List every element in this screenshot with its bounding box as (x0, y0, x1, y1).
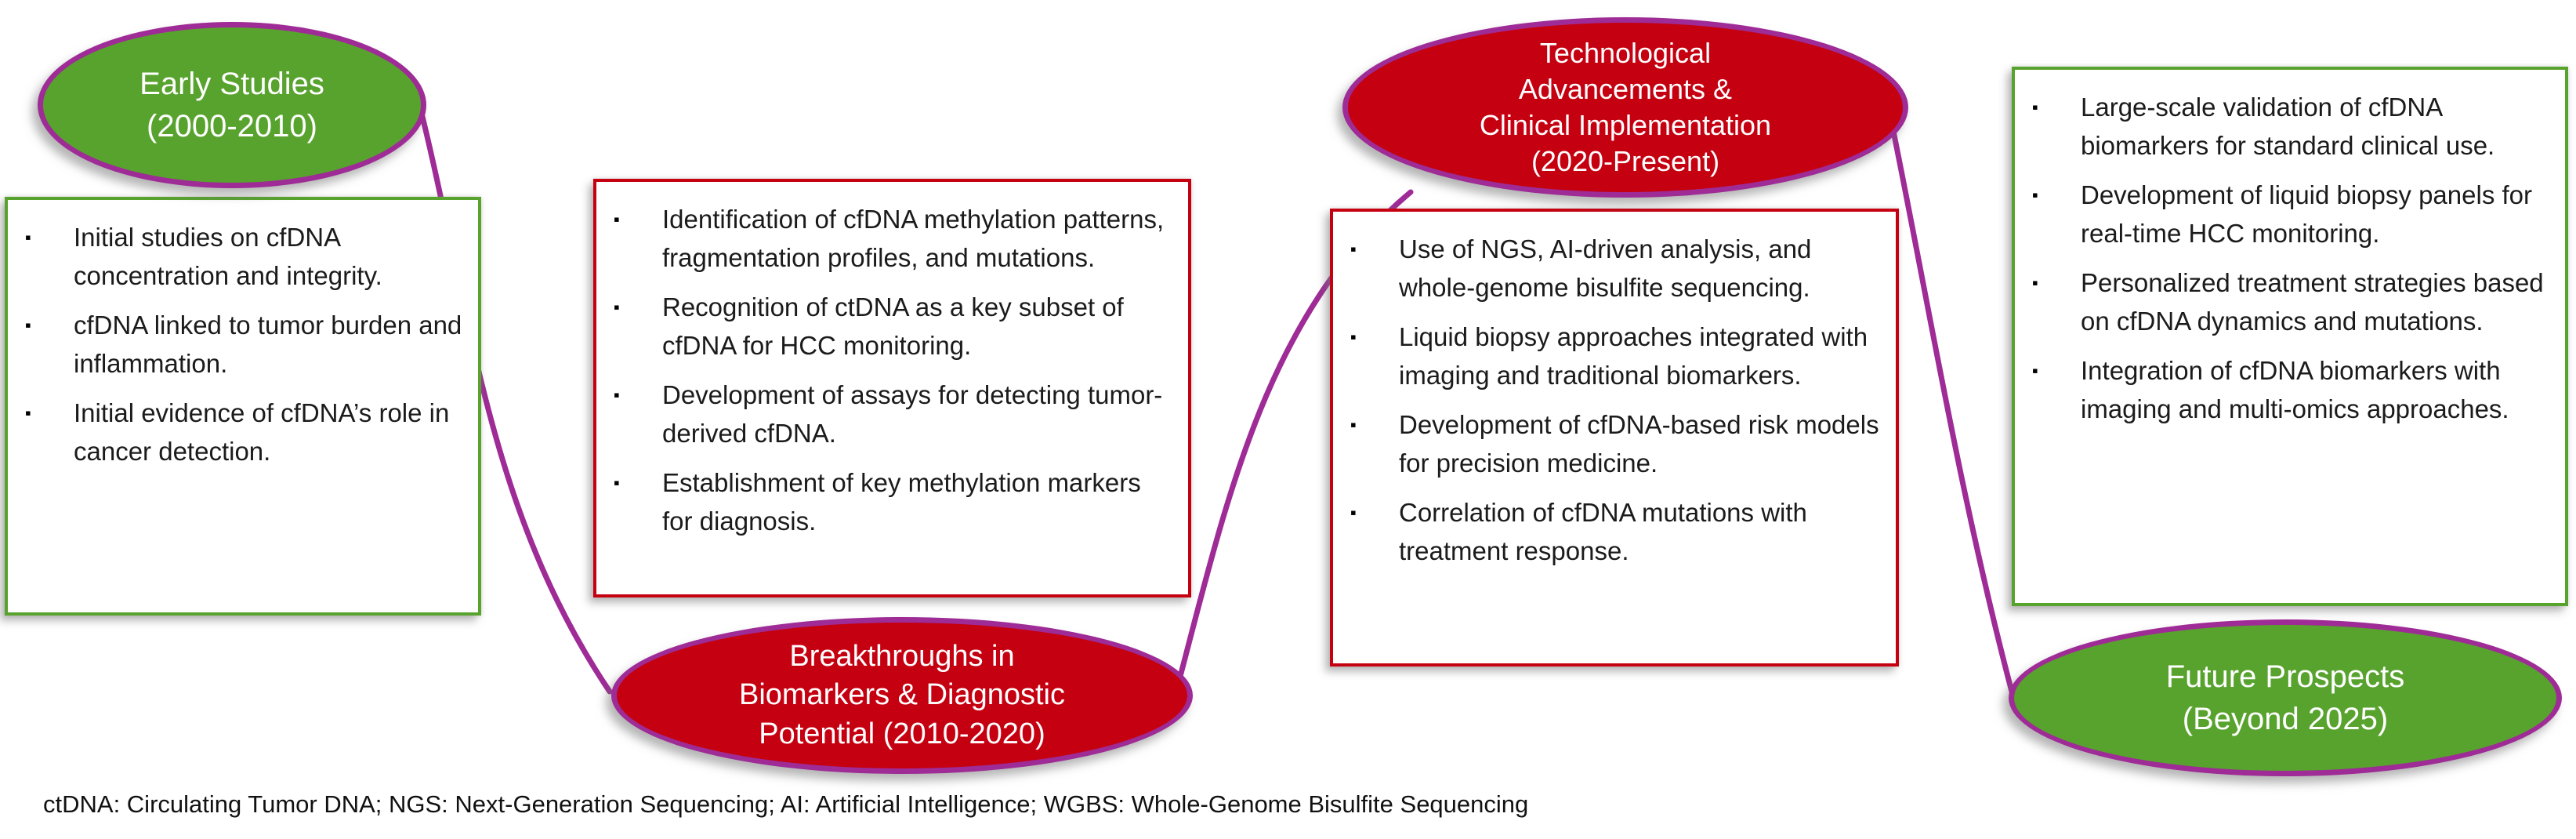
bullet-square-icon: ▪ (25, 227, 31, 247)
bullet-item-text: Development of liquid biopsy panels for … (2081, 180, 2533, 248)
bullet-item: ▪ Initial studies on cfDNA concentration… (25, 219, 466, 295)
bullet-list: ▪ Initial studies on cfDNA concentration… (8, 200, 478, 492)
stage-bubble-breakthroughs-biomarkers: Breakthroughs in Biomarkers & Diagnostic… (611, 617, 1193, 774)
bullet-item-text: Establishment of key methylation markers… (662, 468, 1141, 536)
bullet-list: ▪ Identification of cfDNA methylation pa… (596, 182, 1188, 561)
stage-bubble-label-line: Biomarkers & Diagnostic (738, 678, 1066, 712)
bullet-square-icon: ▪ (25, 403, 31, 423)
bullet-square-icon: ▪ (614, 209, 620, 229)
bullet-item-text: Identification of cfDNA methylation patt… (662, 205, 1165, 272)
bullet-list: ▪ Use of NGS, AI-driven analysis, and wh… (1333, 212, 1896, 591)
bullet-square-icon: ▪ (614, 473, 620, 492)
bullet-item: ▪ Development of assays for detecting tu… (614, 376, 1176, 452)
bullet-square-icon: ▪ (25, 315, 31, 335)
stage-bubble-label-line: Advancements & (1518, 72, 1733, 105)
stage-bubble-early-studies: Early Studies (2000-2010) (38, 22, 426, 188)
bullet-item: ▪ Liquid biopsy approaches integrated wi… (1350, 318, 1883, 394)
bullet-item-text: cfDNA linked to tumor burden and inflamm… (74, 311, 462, 378)
stage-bubble-label-line: (2020-Present) (1531, 145, 1720, 178)
bullet-item-text: Personalized treatment strategies based … (2081, 268, 2544, 336)
bullet-square-icon: ▪ (1350, 239, 1357, 259)
bullet-item: ▪ Development of cfDNA-based risk models… (1350, 406, 1883, 482)
bullet-square-icon: ▪ (614, 297, 620, 317)
stage-bubble-label-line: Clinical Implementation (1479, 109, 1772, 141)
bullet-square-icon: ▪ (1350, 503, 1357, 522)
bullet-square-icon: ▪ (2032, 97, 2038, 117)
bullet-item-text: Integration of cfDNA biomarkers with ima… (2081, 356, 2509, 423)
bullet-square-icon: ▪ (614, 385, 620, 405)
bullet-square-icon: ▪ (1350, 327, 1357, 347)
bullet-item: ▪ Identification of cfDNA methylation pa… (614, 201, 1176, 277)
bullet-square-icon: ▪ (2032, 361, 2038, 380)
bullet-item: ▪ Personalized treatment strategies base… (2032, 264, 2552, 340)
stage-details-future-prospects: ▪ Large-scale validation of cfDNA biomar… (2012, 67, 2568, 606)
bullet-item: ▪ Recognition of ctDNA as a key subset o… (614, 289, 1176, 365)
bullet-item-text: Correlation of cfDNA mutations with trea… (1399, 498, 1807, 565)
bullet-item-text: Initial evidence of cfDNA’s role in canc… (74, 398, 450, 466)
bullet-item-text: Use of NGS, AI-driven analysis, and whol… (1399, 234, 1812, 302)
stage-bubble-label-line: Early Studies (139, 67, 324, 101)
stage-bubble-label-line: Future Prospects (2165, 659, 2405, 694)
abbreviation-legend: ctDNA: Circulating Tumor DNA; NGS: Next-… (43, 790, 1529, 818)
bullet-item: ▪ Development of liquid biopsy panels fo… (2032, 176, 2552, 252)
stage-details-early-studies: ▪ Initial studies on cfDNA concentration… (5, 197, 481, 616)
connector-line-early-to-breakthroughs (411, 79, 613, 695)
bullet-list: ▪ Large-scale validation of cfDNA biomar… (2015, 70, 2565, 449)
stage-bubble-label-line: (2000-2010) (147, 109, 317, 143)
stage-bubble-label-line: Potential (2010-2020) (759, 717, 1045, 750)
bullet-item: ▪ Large-scale validation of cfDNA biomar… (2032, 89, 2552, 165)
connector-line-tech-to-future (1884, 97, 2015, 695)
bullet-item: ▪ Establishment of key methylation marke… (614, 464, 1176, 540)
bullet-item-text: Development of cfDNA-based risk models f… (1399, 410, 1879, 478)
bullet-item: ▪ Use of NGS, AI-driven analysis, and wh… (1350, 231, 1883, 307)
bullet-item-text: Large-scale validation of cfDNA biomarke… (2081, 93, 2495, 160)
bullet-item-text: Liquid biopsy approaches integrated with… (1399, 322, 1868, 390)
stage-bubble-technological-advancements: Technological Advancements & Clinical Im… (1342, 17, 1908, 198)
bullet-square-icon: ▪ (2032, 273, 2038, 292)
bullet-item: ▪ Initial evidence of cfDNA’s role in ca… (25, 394, 466, 470)
bullet-square-icon: ▪ (2032, 185, 2038, 205)
stage-bubble-label-line: Technological (1539, 36, 1712, 69)
bullet-item-text: Development of assays for detecting tumo… (662, 380, 1163, 448)
stage-bubble-label-line: Breakthroughs in (789, 639, 1015, 673)
stage-bubble-future-prospects: Future Prospects (Beyond 2025) (2009, 619, 2562, 776)
bullet-item-text: Initial studies on cfDNA concentration a… (74, 223, 382, 290)
bullet-item: ▪ cfDNA linked to tumor burden and infla… (25, 307, 466, 383)
stage-bubble-label-line: (Beyond 2025) (2182, 702, 2389, 736)
bullet-item: ▪ Correlation of cfDNA mutations with tr… (1350, 494, 1883, 570)
stage-details-technological-advancements: ▪ Use of NGS, AI-driven analysis, and wh… (1330, 209, 1899, 666)
bullet-item-text: Recognition of ctDNA as a key subset of … (662, 292, 1124, 360)
stage-details-breakthroughs-biomarkers: ▪ Identification of cfDNA methylation pa… (593, 179, 1191, 597)
bullet-square-icon: ▪ (1350, 415, 1357, 434)
bullet-item: ▪ Integration of cfDNA biomarkers with i… (2032, 352, 2552, 428)
